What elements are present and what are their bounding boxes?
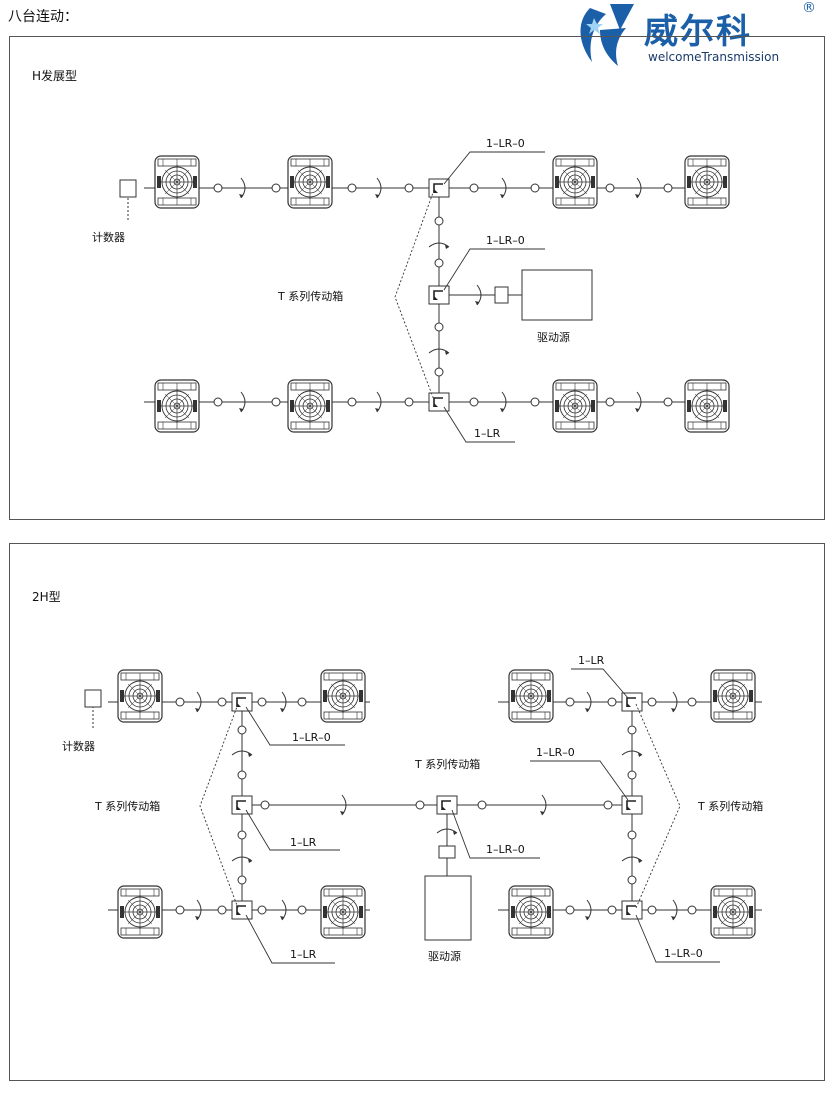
2h-callout-lines bbox=[199, 668, 720, 964]
h-callout-bottom: 1–LR bbox=[474, 427, 501, 440]
diagram-2h-label: 2H型 bbox=[32, 590, 61, 604]
h-reducer-unit bbox=[552, 155, 598, 209]
diagram-2h-panel: 2H型 bbox=[9, 543, 825, 1081]
2h-gearbox-series-right: T 系列传动箱 bbox=[697, 799, 763, 813]
h-drive-source-box bbox=[521, 269, 593, 321]
2h-reducer-unit bbox=[508, 885, 554, 939]
company-logo: 威尔科 ® welcomeTransmission bbox=[570, 0, 840, 72]
h-reducer-unit bbox=[552, 379, 598, 433]
page-title: 八台连动： bbox=[8, 9, 78, 25]
2h-callout-right-mid: 1–LR–0 bbox=[536, 746, 575, 759]
h-gearbox-mid bbox=[428, 285, 450, 305]
2h-callout-right-top: 1–LR bbox=[578, 654, 605, 667]
2h-callout-left-top: 1–LR–0 bbox=[292, 731, 331, 744]
2h-callout-left-bottom: 1–LR bbox=[290, 948, 317, 961]
diagram-h-label: H发展型 bbox=[32, 69, 78, 83]
2h-gearbox-center bbox=[436, 795, 458, 815]
2h-reducer-unit bbox=[117, 669, 163, 723]
h-callout-mid: 1–LR–0 bbox=[486, 234, 525, 247]
2h-motor-coupling bbox=[438, 845, 456, 859]
2h-reducer-unit bbox=[710, 885, 756, 939]
h-counter-label: 计数器 bbox=[92, 231, 125, 244]
2h-gearbox-left-mid bbox=[231, 795, 253, 815]
2h-callout-right-bottom: 1–LR–0 bbox=[664, 947, 703, 960]
2h-reducer-unit bbox=[710, 669, 756, 723]
2h-counter-label: 计数器 bbox=[62, 740, 95, 753]
h-callout-top: 1–LR–0 bbox=[486, 137, 525, 150]
2h-gearbox-series-left: T 系列传动箱 bbox=[94, 799, 160, 813]
2h-gearbox-left-top bbox=[231, 692, 253, 712]
logo-mark-icon bbox=[580, 4, 634, 66]
2h-drive-source-box bbox=[424, 875, 472, 941]
logo-name-en: welcomeTransmission bbox=[648, 50, 780, 64]
h-reducer-unit bbox=[287, 379, 333, 433]
h-gearbox-series-label: T 系列传动箱 bbox=[277, 289, 343, 303]
2h-gearbox-right-top bbox=[621, 692, 643, 712]
2h-gearbox-right-mid bbox=[621, 795, 643, 815]
h-reducer-unit bbox=[684, 155, 730, 209]
2h-callout-center: 1–LR–0 bbox=[486, 843, 525, 856]
2h-reducer-unit bbox=[508, 669, 554, 723]
logo-name-cn: 威尔科 bbox=[644, 12, 752, 52]
diagram-h-panel: H发展型 bbox=[9, 36, 825, 520]
2h-reducer-unit bbox=[117, 885, 163, 939]
2h-callout-left-mid: 1–LR bbox=[290, 836, 317, 849]
h-reducer-unit bbox=[154, 155, 200, 209]
h-gearbox-bottom bbox=[428, 392, 450, 412]
2h-reducer-unit bbox=[320, 669, 366, 723]
h-reducer-unit bbox=[684, 379, 730, 433]
h-motor-coupling bbox=[494, 286, 509, 304]
h-counter-box bbox=[119, 179, 137, 198]
2h-couplings bbox=[175, 697, 697, 915]
2h-drive-source-label: 驱动源 bbox=[428, 949, 461, 963]
2h-gearbox-right-bottom bbox=[621, 900, 643, 920]
h-reducer-unit bbox=[154, 379, 200, 433]
h-drive-source-label: 驱动源 bbox=[537, 330, 570, 344]
h-reducer-unit bbox=[287, 155, 333, 209]
h-shaft-lines bbox=[127, 187, 728, 403]
h-couplings bbox=[213, 183, 673, 407]
2h-counter-box bbox=[84, 689, 102, 708]
logo-registered-mark: ® bbox=[802, 0, 816, 16]
2h-gearbox-series-center: T 系列传动箱 bbox=[414, 757, 480, 771]
2h-reducer-unit bbox=[320, 885, 366, 939]
2h-gearbox-left-bottom bbox=[231, 900, 253, 920]
h-callout-lines bbox=[394, 151, 545, 443]
